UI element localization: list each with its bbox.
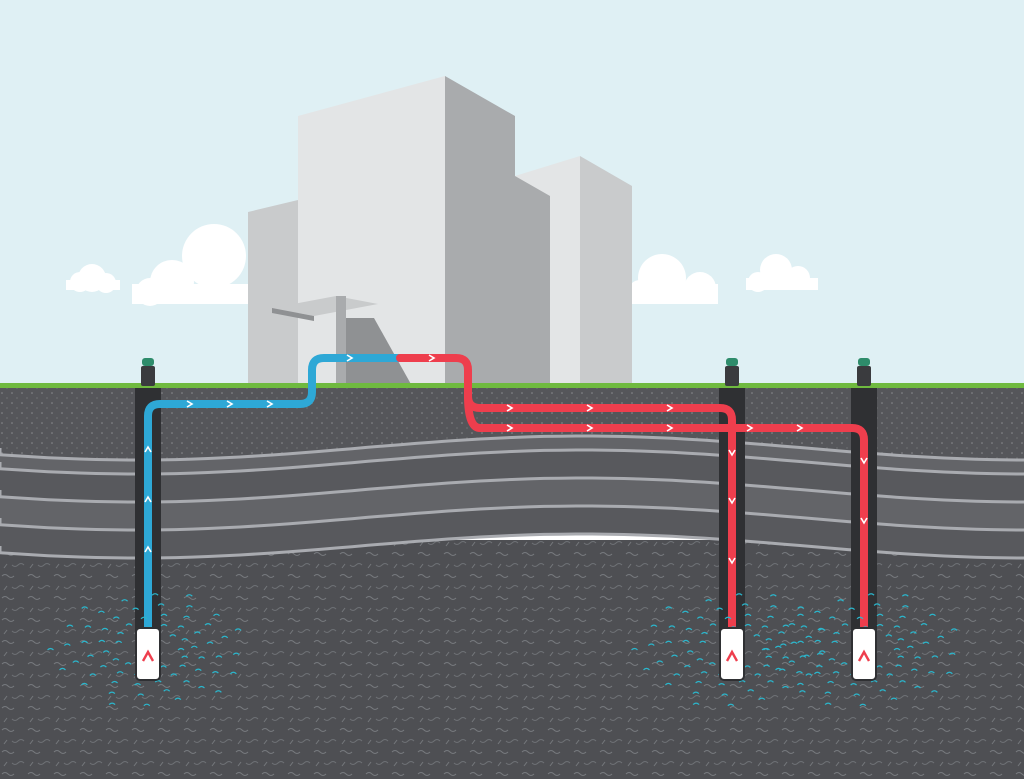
flow-chevron (266, 400, 274, 408)
flow-chevron (728, 497, 736, 505)
flow-chevron (346, 354, 354, 362)
building-right-tower-shade (515, 176, 550, 386)
building-main-tower-side (445, 76, 515, 386)
building-entrance-ramp (346, 318, 412, 386)
wellhead-cap-top (142, 358, 154, 366)
cold-pipe (144, 354, 404, 634)
flow-chevron (746, 424, 754, 432)
thermal-flow-lines (763, 593, 958, 707)
wellhead-cap-top (858, 358, 870, 366)
wellhead-cap (141, 366, 155, 386)
hot-pipe-to-well-3 (464, 392, 868, 634)
sediment-band (0, 478, 1024, 530)
building-canopy-top (272, 296, 378, 316)
flow-chevron (144, 495, 152, 503)
wellhead-cap-top (726, 358, 738, 366)
flow-chevron (144, 445, 152, 453)
building (248, 76, 632, 386)
sediment-bands (0, 434, 1024, 560)
flow-chevron (586, 424, 594, 432)
flow-chevron (226, 400, 234, 408)
pump-arrow-up-icon (857, 649, 871, 662)
wellhead-cap (857, 366, 871, 386)
downhole-pump (135, 627, 161, 681)
downhole-pump (851, 627, 877, 681)
flow-chevron (796, 424, 804, 432)
cloud-left-small (66, 264, 120, 293)
flow-chevron (428, 354, 436, 362)
flow-chevron (860, 457, 868, 465)
pump-arrow-up-icon (141, 649, 155, 662)
cloud-right-large (628, 254, 718, 304)
building-canopy-front (272, 308, 314, 321)
clouds (66, 224, 818, 306)
pump-arrow-up-icon (725, 649, 739, 662)
flow-chevron (506, 424, 514, 432)
wellhead-cap (725, 366, 739, 386)
downhole-pump (719, 627, 745, 681)
building-entrance-column (336, 296, 346, 386)
building-left-block (248, 200, 298, 386)
building-right-tower-side (580, 156, 632, 386)
cloud-left-large (132, 224, 252, 306)
flow-chevron (728, 557, 736, 565)
grass-line (0, 383, 1024, 388)
thermal-flow-lines (47, 593, 242, 707)
flow-chevron (144, 545, 152, 553)
flow-chevron (666, 404, 674, 412)
cloud-right-small (746, 254, 818, 292)
wells (47, 354, 958, 707)
sediment-band (0, 450, 1024, 502)
flow-chevron (728, 449, 736, 457)
flow-chevron (586, 404, 594, 412)
flow-chevron (860, 517, 868, 525)
flow-chevron (666, 424, 674, 432)
flow-chevron (186, 400, 194, 408)
flow-chevron (506, 404, 514, 412)
sediment-band (0, 506, 1024, 558)
